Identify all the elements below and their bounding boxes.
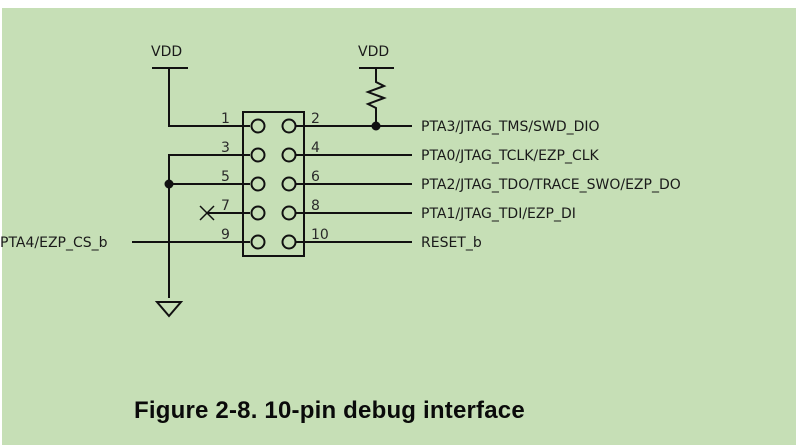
figure-caption: Figure 2-8. 10-pin debug interface [134,397,525,424]
pin-number-2: 2 [311,111,320,127]
pin-number-4: 4 [311,140,320,156]
signal-labels: PTA3/JTAG_TMS/SWD_DIO PTA0/JTAG_TCLK/EZP… [0,119,681,251]
pin-3 [250,147,266,163]
ground-net [154,154,250,318]
signal-label-pin6: PTA2/JTAG_TDO/TRACE_SWO/EZP_DO [421,177,681,193]
pin-4 [281,147,297,163]
wire-pin1 [168,68,250,127]
pin-9 [250,234,266,250]
pin-number-5: 5 [221,169,230,185]
pin-numbers: 1 2 3 4 5 6 7 8 9 10 [221,111,329,243]
header-pins [250,118,297,250]
pin-number-7: 7 [221,198,230,214]
pin-number-10: 10 [311,227,329,243]
signal-label-pin2: PTA3/JTAG_TMS/SWD_DIO [421,119,600,135]
pin-number-6: 6 [311,169,320,185]
pullup-resistor-icon [365,68,387,126]
wire-pin3 [168,154,250,298]
vdd-supply-left: VDD [151,44,250,127]
signal-label-pin10: RESET_b [421,235,482,251]
junction-dot-gnd [164,179,174,189]
ground-symbol-icon [154,301,184,318]
pin-number-8: 8 [311,198,320,214]
vdd-label-right: VDD [358,44,389,60]
vdd-supply-right: VDD [358,44,394,131]
pin-10 [281,234,297,250]
figure-background [2,8,796,445]
signal-label-pin9: PTA4/EZP_CS_b [0,235,108,251]
signal-label-pin4: PTA0/JTAG_TCLK/EZP_CLK [421,148,600,164]
pin-number-1: 1 [221,111,230,127]
pin-6 [281,176,297,192]
vdd-label-left: VDD [151,44,182,60]
pin-8 [281,205,297,221]
signal-label-pin8: PTA1/JTAG_TDI/EZP_DI [421,206,576,222]
pin-7 [250,205,266,221]
no-connect-x-icon-stroke [199,205,215,221]
pin-number-3: 3 [221,140,230,156]
pin-5 [250,176,266,192]
pin-1 [250,118,266,134]
pin-number-9: 9 [221,227,230,243]
pin-2 [281,118,297,134]
